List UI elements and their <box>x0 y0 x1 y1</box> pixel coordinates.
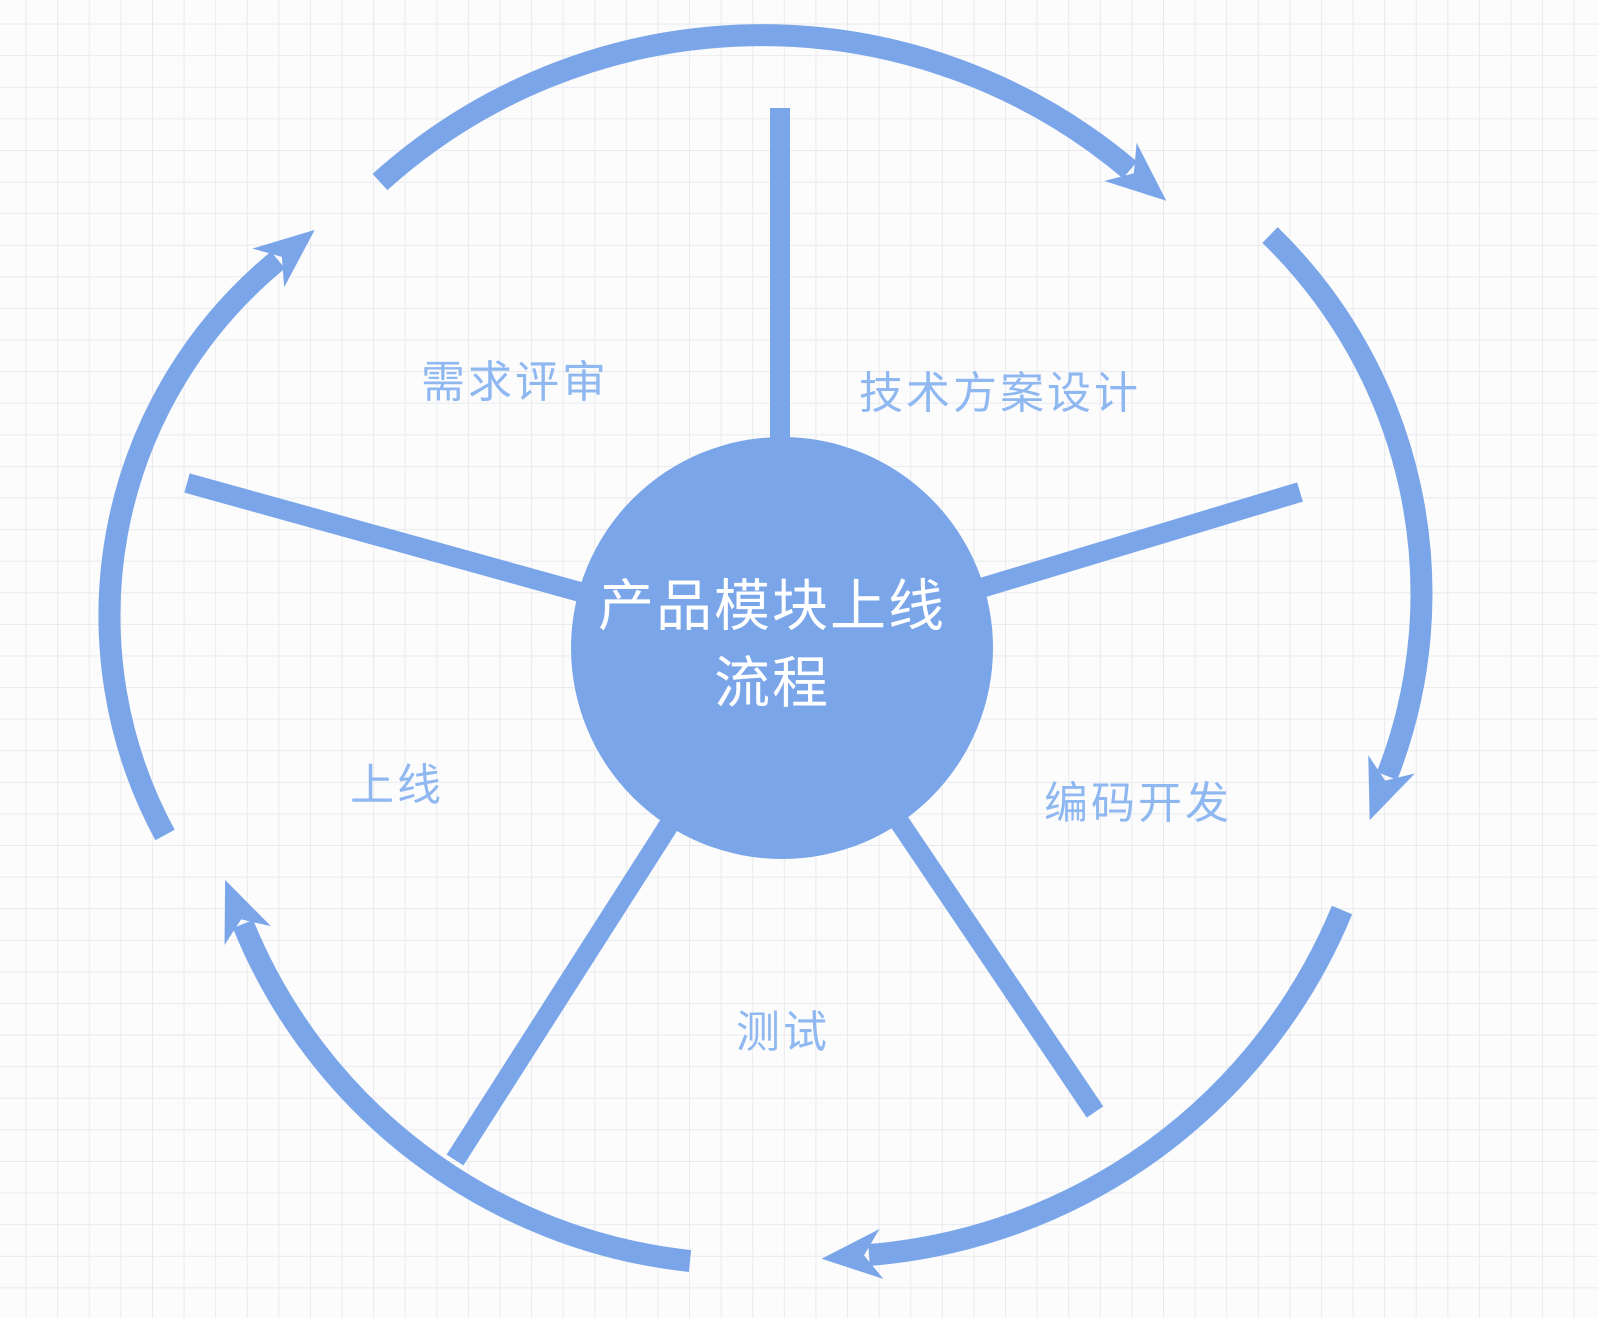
node-label-testing: 测试 <box>736 1008 830 1057</box>
flow-arrow-top <box>372 24 1167 201</box>
node-label-launch: 上线 <box>350 761 444 810</box>
node-label-requirements-review: 需求评审 <box>421 358 609 407</box>
flow-arrow-right <box>1262 227 1433 821</box>
flow-arrows <box>98 24 1433 1279</box>
center-title-line1: 产品模块上线 <box>598 574 946 638</box>
flow-arrow-bottom-left <box>224 879 692 1272</box>
center-node-title: 产品模块上线 流程 <box>598 568 946 723</box>
flow-arrow-bottom-right <box>821 905 1353 1279</box>
node-label-coding: 编码开发 <box>1044 779 1232 828</box>
center-title-line2: 流程 <box>714 652 830 715</box>
node-label-technical-design: 技术方案设计 <box>859 369 1141 418</box>
flow-arrow-left <box>98 229 315 841</box>
center-node <box>571 437 993 859</box>
